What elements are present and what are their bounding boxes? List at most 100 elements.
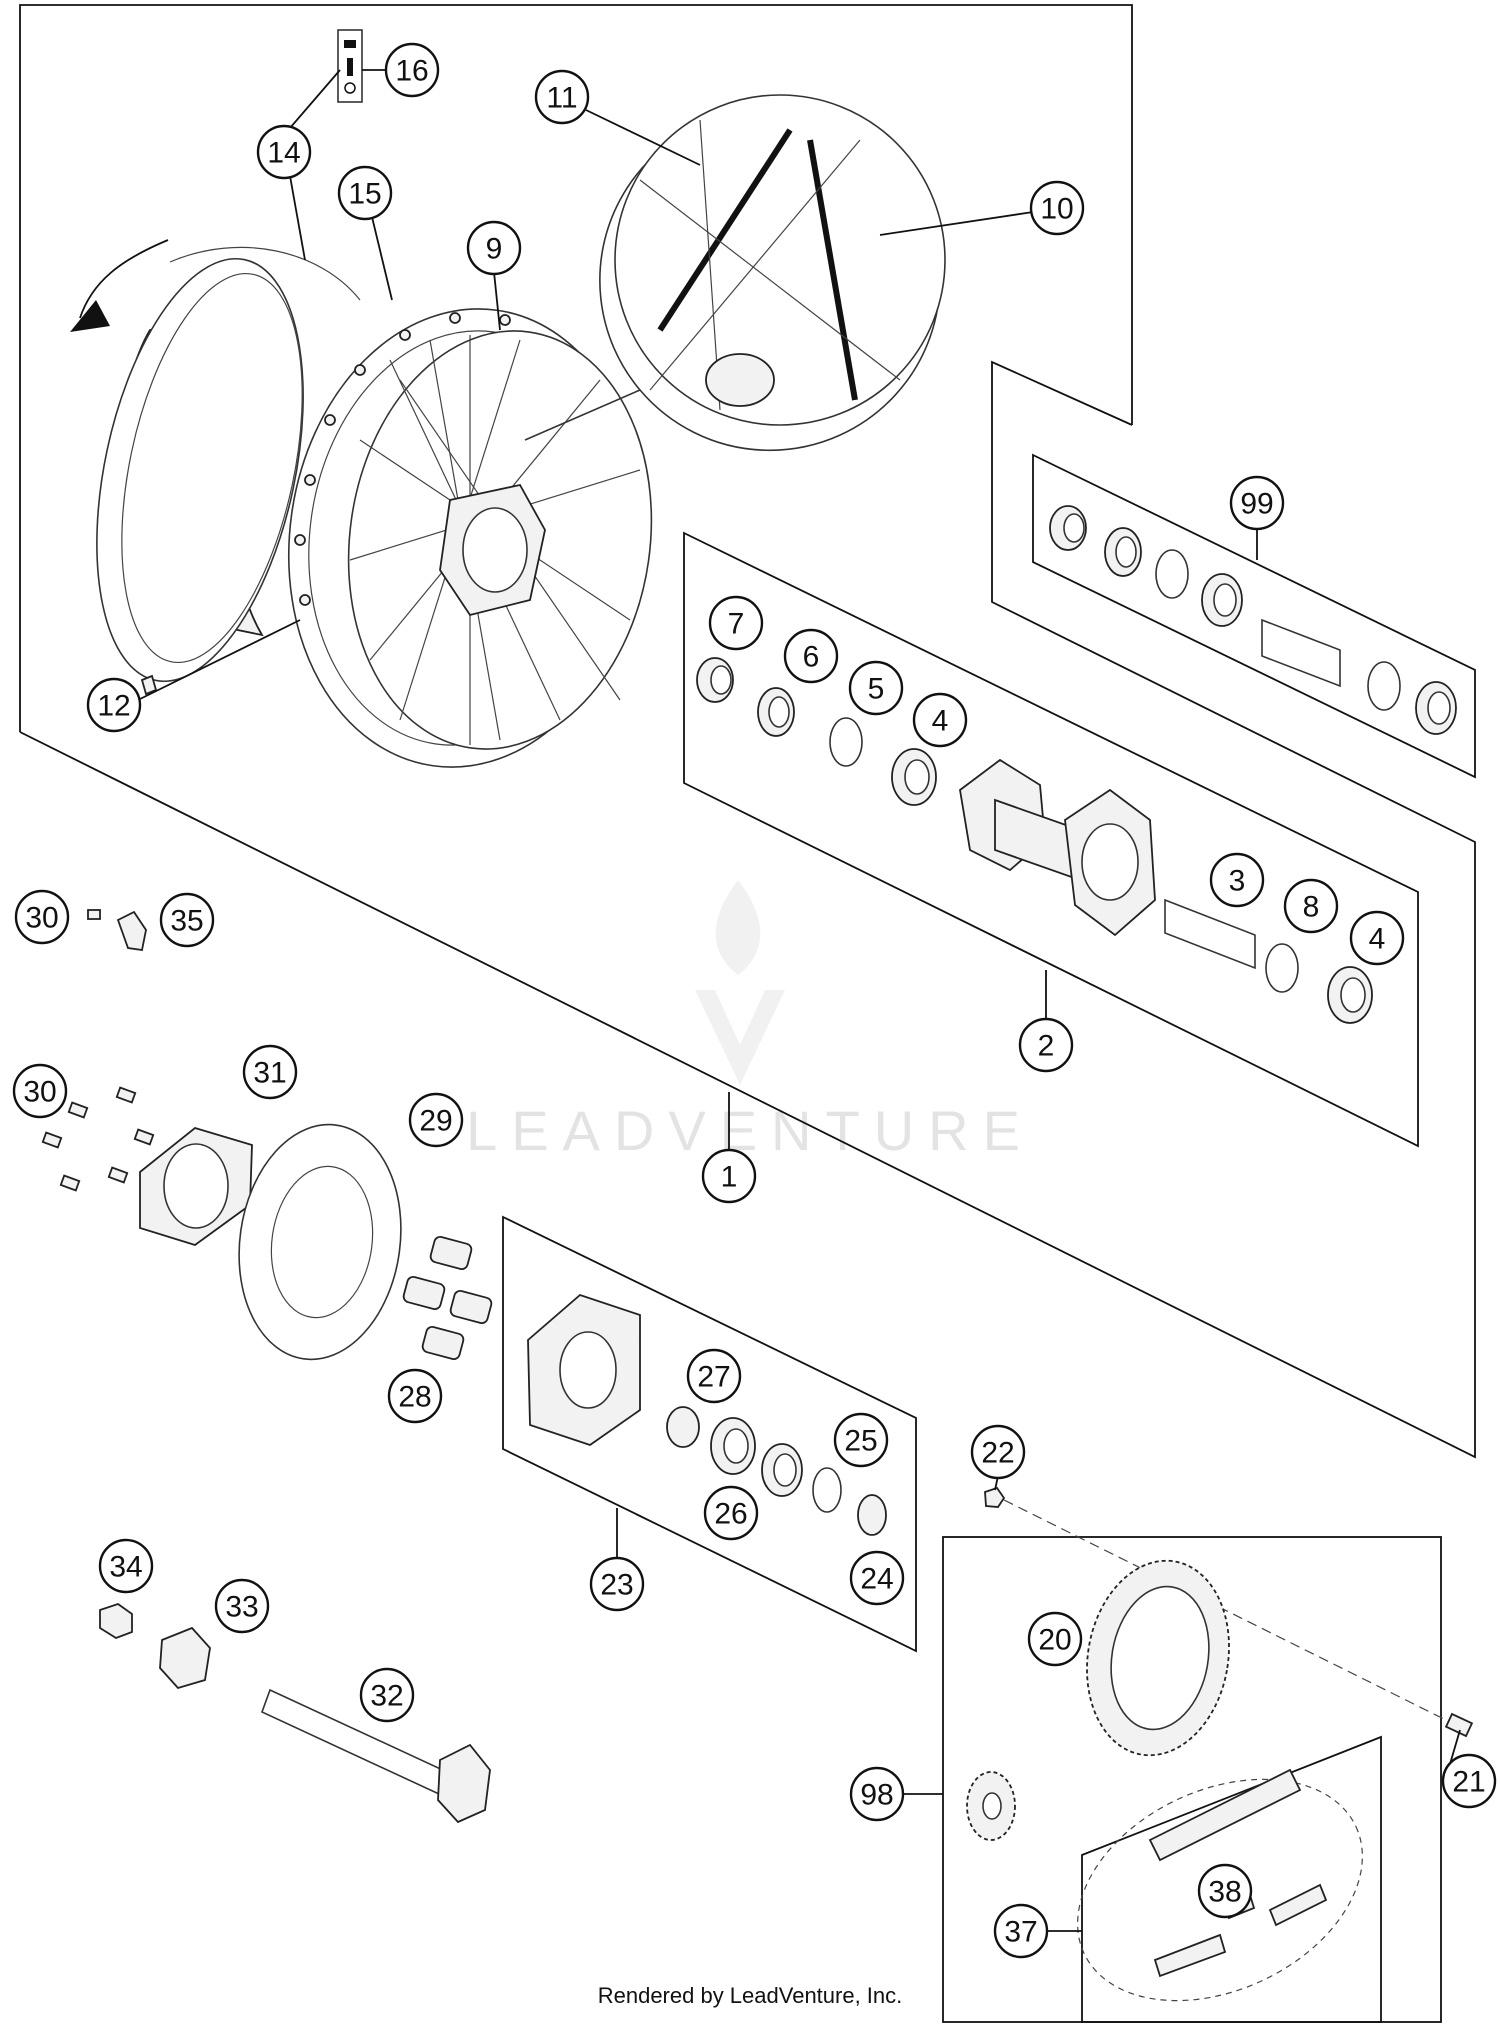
- chain-adjuster-part-33: [159, 1626, 211, 1690]
- callout-circle: [970, 1424, 1026, 1480]
- callout-number: 38: [1208, 1876, 1241, 1909]
- watermark-text: LEADVENTURE: [466, 1099, 1034, 1162]
- callout-number: 22: [981, 1437, 1014, 1470]
- callout-circle: [534, 69, 590, 125]
- callout-circle: [849, 1550, 905, 1606]
- front-sprocket: [966, 1771, 1016, 1841]
- callout-circle: [686, 1348, 742, 1404]
- callout-6: 6: [783, 628, 839, 684]
- callout-1: 1: [701, 1148, 757, 1204]
- callout-number: 34: [109, 1551, 142, 1584]
- callout-circle: [466, 220, 522, 276]
- callout-number: 27: [697, 1361, 730, 1394]
- sensor-part-35: [87, 909, 147, 952]
- callout-circle: [159, 892, 215, 948]
- callout-8: 8: [1283, 878, 1339, 934]
- callout-2: 2: [1018, 1017, 1074, 1073]
- callout-31: 31: [242, 1044, 298, 1100]
- callout-circle: [1209, 852, 1265, 908]
- callout-circle: [1349, 910, 1405, 966]
- callout-circle: [214, 1578, 270, 1634]
- valve-part-12: [140, 674, 158, 696]
- callout-number: 5: [868, 673, 885, 706]
- callout-number: 2: [1038, 1030, 1055, 1063]
- callout-circle: [384, 42, 440, 98]
- callout-number: 15: [348, 178, 381, 211]
- carrier-assembly-23-frame: [502, 1215, 917, 1653]
- rotation-arrow: [79, 239, 169, 319]
- callout-11: 11: [534, 69, 590, 125]
- callout-5: 5: [848, 660, 904, 716]
- callout-30: 30: [14, 889, 70, 945]
- callout-circle: [708, 595, 764, 651]
- callout-4: 4: [1349, 910, 1405, 966]
- callout-circle: [1018, 1017, 1074, 1073]
- callout-circle: [256, 124, 312, 180]
- callout-33: 33: [214, 1578, 270, 1634]
- callout-23: 23: [589, 1556, 645, 1612]
- callout-circle: [408, 1092, 464, 1148]
- callout-34: 34: [98, 1538, 154, 1594]
- callout-22: 22: [970, 1424, 1026, 1480]
- watermark-logo: [695, 880, 785, 1085]
- callout-number: 29: [419, 1105, 452, 1138]
- callout-circle: [701, 1148, 757, 1204]
- axle-nut-part-34: [99, 1603, 133, 1639]
- spoke-nipples: [294, 312, 511, 606]
- callout-circle: [359, 1667, 415, 1723]
- callout-number: 20: [1038, 1624, 1071, 1657]
- callout-number: 1: [721, 1161, 738, 1194]
- callout-circle: [387, 1368, 443, 1424]
- callout-circle: [849, 1766, 905, 1822]
- callout-circle: [12, 1063, 68, 1119]
- callout-circle: [589, 1556, 645, 1612]
- callout-circle: [14, 889, 70, 945]
- callout-circle: [833, 1412, 889, 1468]
- callout-circle: [242, 1044, 298, 1100]
- damper-rubbers-part-28: [402, 1235, 493, 1361]
- callout-circle: [1229, 475, 1285, 531]
- callout-9: 9: [466, 220, 522, 276]
- callout-number: 32: [370, 1680, 403, 1713]
- leader-lines: [137, 69, 1461, 1932]
- callout-circle: [703, 1485, 759, 1541]
- callout-number: 11: [546, 82, 577, 115]
- callout-number: 30: [23, 1076, 56, 1109]
- callout-98: 98: [849, 1766, 905, 1822]
- callout-circle: [912, 692, 968, 748]
- callout-number: 23: [600, 1569, 633, 1602]
- callout-number: 12: [97, 690, 130, 723]
- callout-24: 24: [849, 1550, 905, 1606]
- callout-circle: [86, 677, 142, 733]
- callout-number: 26: [714, 1498, 747, 1531]
- callout-25: 25: [833, 1412, 889, 1468]
- valve-cap-part-16: [337, 29, 363, 103]
- callout-15: 15: [337, 165, 393, 221]
- callout-number: 99: [1240, 488, 1273, 521]
- callout-number: 16: [395, 55, 428, 88]
- callout-number: 31: [253, 1057, 286, 1090]
- spoke-detail-magnifier: [524, 94, 946, 452]
- callout-number: 6: [803, 641, 820, 674]
- callout-number: 14: [267, 137, 300, 170]
- callout-circle: [993, 1903, 1049, 1959]
- callout-27: 27: [686, 1348, 742, 1404]
- callout-number: 30: [25, 902, 58, 935]
- callout-circle: [1283, 878, 1339, 934]
- callout-number: 10: [1040, 193, 1073, 226]
- callout-circle: [1441, 1753, 1497, 1809]
- callout-circle: [1197, 1863, 1253, 1919]
- bearing-kit-99-frame: [1032, 453, 1476, 779]
- callout-number: 7: [728, 608, 745, 641]
- assembly-frame-1: [19, 4, 1476, 1459]
- disc-adapter-part-31: [139, 1127, 253, 1246]
- callout-number: 3: [1229, 865, 1246, 898]
- render-credit: Rendered by LeadVenture, Inc.: [598, 1983, 903, 2008]
- callout-circle: [783, 628, 839, 684]
- callout-35: 35: [159, 892, 215, 948]
- callout-circle: [337, 165, 393, 221]
- callout-circle: [848, 660, 904, 716]
- wheel-hub: [439, 483, 546, 617]
- hub-assembly-2-frame: [683, 531, 1419, 1148]
